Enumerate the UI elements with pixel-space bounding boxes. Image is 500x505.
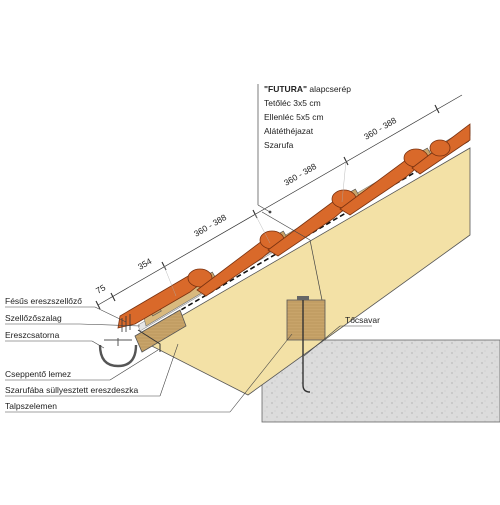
dimension-label: 360 - 388 bbox=[282, 161, 318, 188]
legend-title-bold: "FUTURA" bbox=[264, 84, 307, 94]
legend-title: "FUTURA" alapcserép bbox=[264, 84, 351, 94]
legend-item: Szarufa bbox=[264, 140, 294, 150]
rafter bbox=[139, 147, 471, 396]
label-eaves-board: Szarufába süllyesztett ereszdeszka bbox=[5, 385, 139, 395]
label-ventilation-strip: Szellőzőszalag bbox=[5, 313, 62, 323]
gutter bbox=[98, 338, 138, 368]
dimension-label: 360 - 388 bbox=[192, 212, 228, 239]
legend-leader bbox=[257, 84, 323, 301]
label-anchor-bolt: Tőcsavar bbox=[345, 315, 380, 325]
anchor-bolt bbox=[297, 296, 311, 393]
drip-edge bbox=[137, 329, 161, 352]
label-gutter: Ereszcsatorna bbox=[5, 330, 60, 340]
eaves-board bbox=[134, 309, 187, 353]
dimension-line bbox=[95, 94, 463, 310]
label-leaders bbox=[5, 306, 372, 413]
label-comb-vent: Fésűs ereszszellőző bbox=[5, 296, 82, 306]
wall-plate bbox=[286, 299, 326, 341]
dimension-label: 360 - 388 bbox=[362, 115, 398, 142]
label-drip-edge: Cseppentő lemez bbox=[5, 369, 71, 379]
dimension-label: 75 bbox=[94, 282, 107, 296]
legend-item: Tetőléc 3x5 cm bbox=[264, 98, 321, 108]
legend-item: Alátéthéjazat bbox=[264, 126, 314, 136]
legend-title-rest: alapcserép bbox=[307, 84, 351, 94]
legend-item: Ellenléc 5x5 cm bbox=[264, 112, 324, 122]
label-wall-plate: Talpszelemen bbox=[5, 401, 57, 411]
roof-tiles bbox=[117, 123, 471, 329]
dimension-label: 354 bbox=[136, 256, 154, 272]
